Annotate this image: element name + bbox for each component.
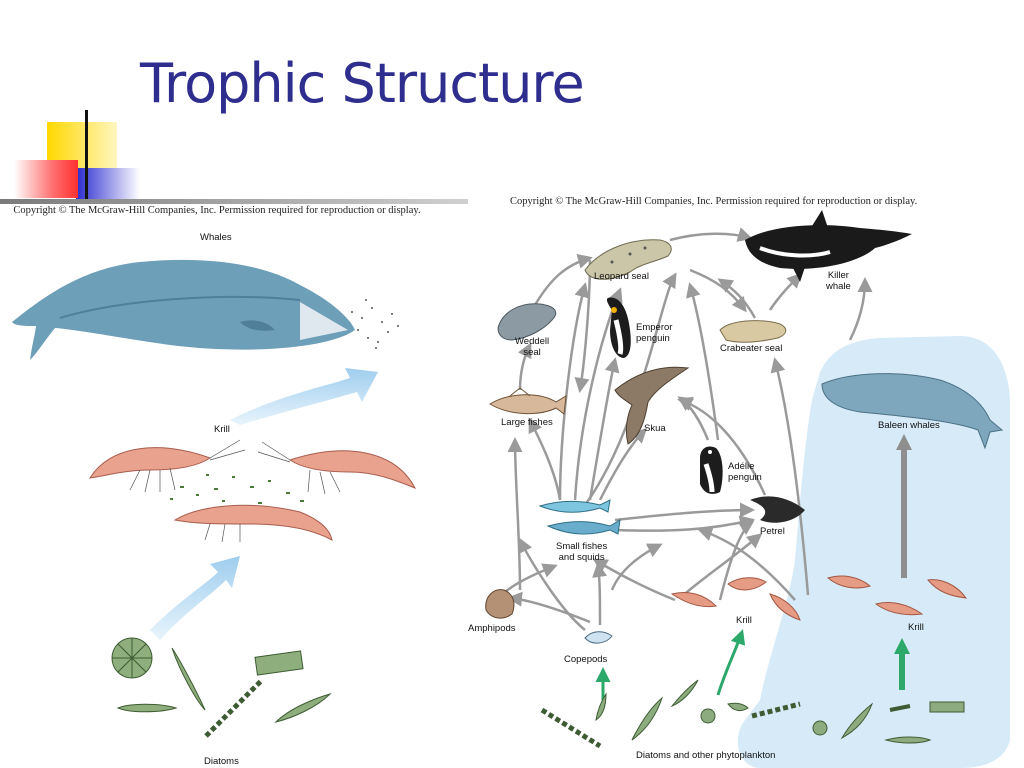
label-adelie-penguin: Adélie penguin	[728, 461, 762, 483]
label-small-fishes: Small fishes and squids	[556, 541, 608, 563]
label-petrel: Petrel	[760, 526, 785, 537]
diatoms-icon	[111, 637, 332, 738]
title-decoration	[0, 110, 468, 204]
label-whales: Whales	[200, 232, 232, 243]
copepod-icon	[584, 631, 613, 644]
green-arrows	[595, 629, 746, 700]
label-killer-whale: Killer whale	[826, 270, 851, 292]
amphipods-icon	[485, 589, 515, 619]
left-copyright: Copyright © The McGraw-Hill Companies, I…	[13, 205, 421, 216]
krill-to-whale-arrow	[230, 368, 378, 425]
crabeater-seal-icon	[719, 320, 787, 343]
baleen-whale-zone	[737, 336, 1010, 768]
petrel-icon	[750, 496, 805, 523]
plankton-spray	[351, 299, 399, 349]
large-fish-icon	[489, 387, 567, 415]
slide-title: Trophic Structure	[140, 52, 585, 115]
diatom-particles	[170, 474, 304, 504]
label-krill-right: Krill	[908, 622, 924, 633]
phytoplankton-icons	[540, 679, 965, 749]
emperor-penguin-icon	[606, 297, 631, 358]
small-fishes-squids-icon	[538, 499, 621, 535]
label-crabeater-seal: Crabeater seal	[720, 343, 783, 354]
label-krill-left: Krill	[214, 424, 230, 435]
krill-legs	[129, 439, 341, 543]
label-weddell-seal: Weddell seal	[515, 336, 550, 358]
krill-icon	[89, 447, 417, 541]
label-diatoms: Diatoms	[204, 756, 239, 767]
right-copyright: Copyright © The McGraw-Hill Companies, I…	[510, 196, 918, 207]
gray-arrows	[504, 227, 873, 631]
label-krill-center: Krill	[736, 615, 752, 626]
label-phytoplankton: Diatoms and other phytoplankton	[636, 750, 776, 761]
label-baleen-whales: Baleen whales	[878, 420, 940, 431]
adelie-penguin-icon	[700, 446, 723, 494]
killer-whale-icon	[745, 210, 912, 282]
label-skua: Skua	[644, 423, 666, 434]
blue-whale-icon	[12, 259, 355, 360]
label-copepods: Copepods	[564, 654, 608, 665]
label-large-fishes: Large fishes	[501, 417, 553, 428]
label-leopard-seal: Leopard seal	[594, 271, 649, 282]
label-amphipods: Amphipods	[468, 623, 516, 634]
weddell-seal-icon	[497, 303, 557, 341]
leopard-seal-icon	[584, 239, 672, 280]
skua-icon	[614, 366, 690, 445]
label-emperor-penguin: Emperor penguin	[636, 322, 673, 344]
krill-right-icons	[670, 575, 968, 621]
baleen-whale-icon	[821, 373, 1004, 450]
diatoms-to-krill-arrow	[150, 556, 240, 640]
